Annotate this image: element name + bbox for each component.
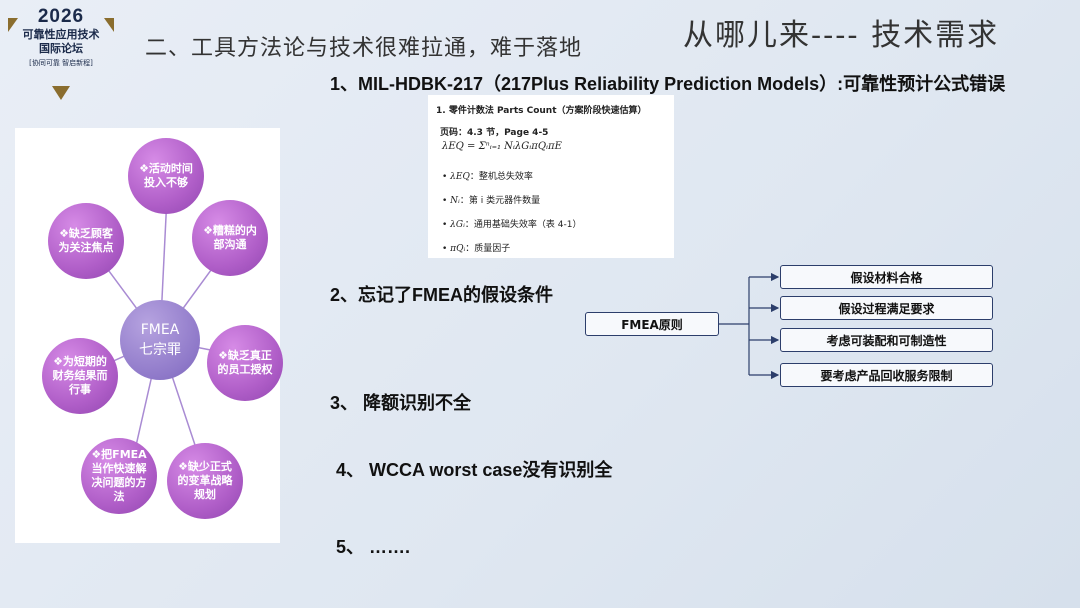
fmea-sin-7: ❖缺乏顾客为关注焦点 [48,203,124,279]
formula-def-text: ：整机总失效率 [469,172,533,182]
formula-def-symbol: πQᵢ [450,244,466,254]
formula-def-1: • λEQ：整机总失效率 [442,172,533,182]
fmea-sin-1: ❖活动时间投入不够 [128,138,204,214]
formula-def-text: ：通用基础失效率（表 4-1） [464,220,582,230]
logo-triangle-bottom-icon [52,86,70,100]
fmea-center-node: FMEA 七宗罪 [120,300,200,380]
formula-excerpt: 1. 零件计数法 Parts Count（方案阶段快速估算） 页码：4.3 节，… [428,95,674,258]
formula-def-2: • Nᵢ：第 i 类元器件数量 [442,196,541,206]
item-5: 5、 ……. [336,537,411,557]
formula-def-symbol: λGᵢ [450,220,465,230]
item-3: 3、 降额识别不全 [330,393,472,413]
logo-triangle-right-icon [104,18,114,32]
logo-slogan: [协同可靠 智启新程] [29,59,93,67]
forum-logo: 2026 可靠性应用技术 国际论坛 [协同可靠 智启新程] [6,4,116,102]
fmea-principle-3: 考虑可装配和可制造性 [780,328,993,352]
fmea-sin-5: ❖把FMEA当作快速解决问题的方法 [81,438,157,514]
formula-def-3: • λGᵢ：通用基础失效率（表 4-1） [442,220,582,230]
fmea-principle-1: 假设材料合格 [780,265,993,289]
logo-year: 2026 [37,6,85,27]
logo-forum-line2: 国际论坛 [39,42,83,55]
formula-page-ref: 页码：4.3 节，Page 4-5 [440,128,549,138]
formula-def-symbol: λEQ [450,172,470,182]
slide-title: 从哪儿来---- 技术需求 [683,18,1000,53]
formula-def-symbol: Nᵢ [450,196,460,206]
fmea-center-label: FMEA [140,322,180,338]
fmea-seven-sins-diagram: ❖活动时间投入不够 ❖糟糕的内部沟通 ❖缺乏真正的员工授权 ❖缺少正式的变革战略… [15,128,283,543]
fmea-principle-4: 要考虑产品回收服务限制 [780,363,993,387]
fmea-principle-2: 假设过程满足要求 [780,296,993,320]
fmea-sin-3: ❖缺乏真正的员工授权 [207,325,283,401]
slide-subtitle: 二、工具方法论与技术很难拉通，难于落地 [145,36,583,61]
item-4: 4、 WCCA worst case没有识别全 [336,460,613,480]
formula-def-text: ：质量因子 [465,244,511,254]
formula-heading: 1. 零件计数法 Parts Count（方案阶段快速估算） [436,106,647,116]
logo-triangle-left-icon [8,18,18,32]
item-2: 2、忘记了FMEA的假设条件 [330,285,554,305]
fmea-sin-2: ❖糟糕的内部沟通 [192,200,268,276]
fmea-sin-4: ❖缺少正式的变革战略规划 [167,443,243,519]
formula-def-4: • πQᵢ：质量因子 [442,244,511,254]
formula-equation: λEQ = Σⁿᵢ₌₁ NᵢλGᵢπQᵢπE [442,141,562,152]
item-1: 1、MIL-HDBK-217（217Plus Reliability Predi… [330,74,1006,94]
fmea-principles-root: FMEA原则 [585,312,719,336]
fmea-center-sublabel: 七宗罪 [139,342,181,358]
fmea-sin-6: ❖为短期的财务结果而行事 [42,338,118,414]
formula-def-text: ：第 i 类元器件数量 [459,196,541,206]
logo-forum-line1: 可靠性应用技术 [22,28,100,41]
